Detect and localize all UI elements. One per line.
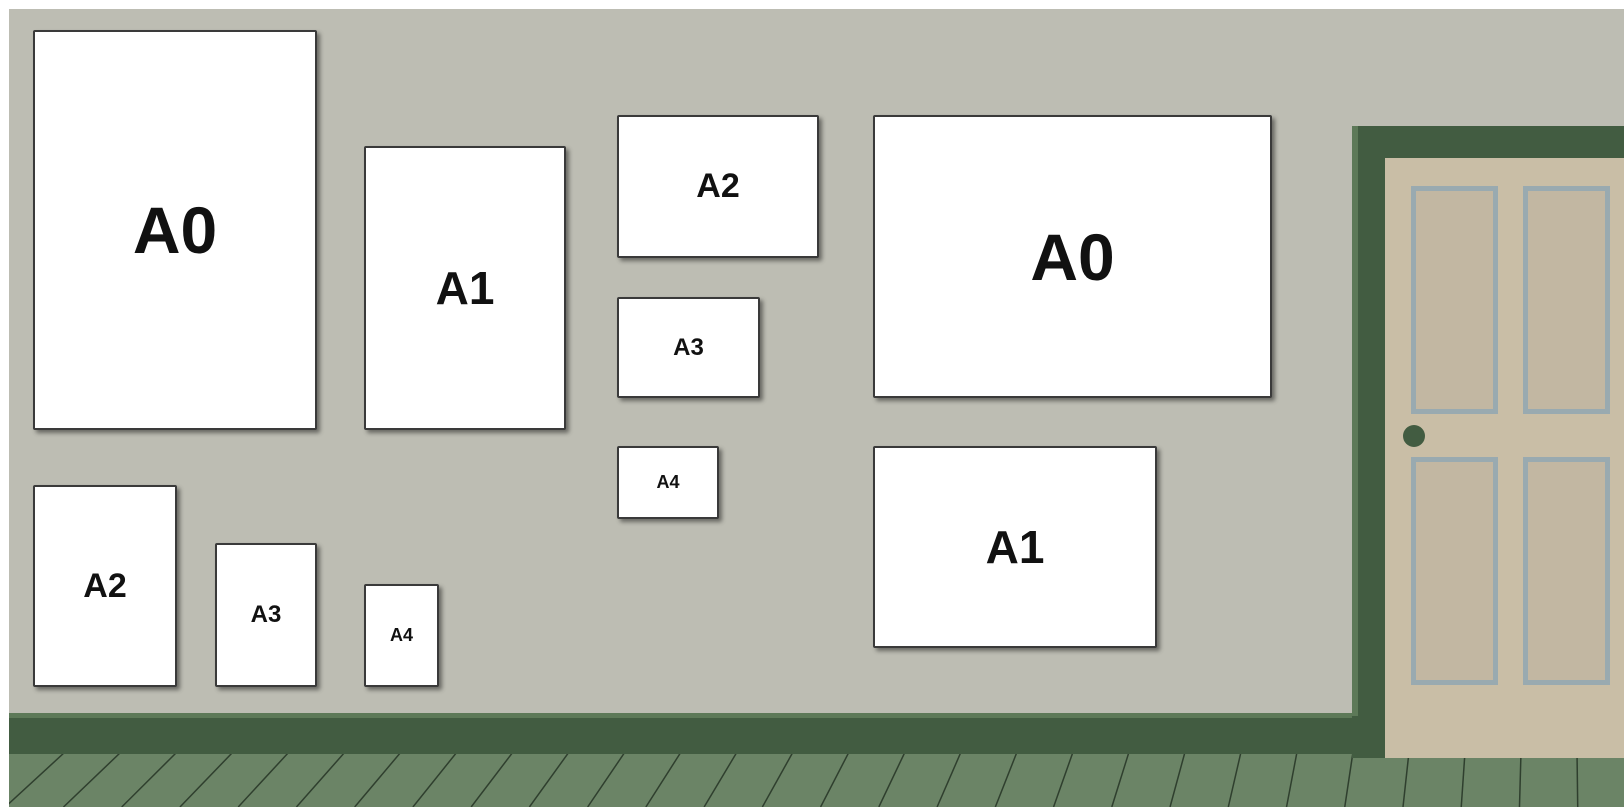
door-panel-bottom-right: [1523, 457, 1610, 685]
frame-a2-portrait: A2: [33, 485, 177, 687]
frame-a1-landscape: A1: [873, 446, 1157, 648]
floor-plank-line: [879, 752, 905, 807]
door-frame-highlight: [1352, 126, 1358, 716]
floor-plank-line: [1228, 752, 1241, 807]
frame-label: A0: [133, 192, 217, 268]
floor-plank-line: [63, 752, 121, 807]
frame-a3-landscape: A3: [617, 297, 760, 398]
frame-a4-landscape: A4: [617, 446, 719, 519]
floor-plank-line: [1345, 752, 1353, 807]
floor-plank-line: [588, 752, 625, 807]
floor-plank-line: [355, 752, 401, 807]
frame-a2-landscape: A2: [617, 115, 819, 258]
floor-plank-line: [1112, 752, 1129, 807]
floor-plank-line: [937, 752, 961, 807]
door-panel-top-left: [1411, 186, 1498, 414]
frame-label: A2: [696, 167, 739, 206]
floor-plank-line: [122, 752, 177, 807]
frame-label: A3: [673, 334, 704, 362]
floor-plank-line: [471, 752, 513, 807]
baseboard-highlight: [9, 713, 1353, 718]
frame-label: A3: [251, 601, 282, 629]
floor-plank-line: [1403, 752, 1409, 807]
frame-a0-landscape: A0: [873, 115, 1272, 398]
floor-planks: [9, 752, 1624, 807]
frame-label: A1: [986, 520, 1045, 574]
floor-plank-line: [995, 752, 1017, 807]
floor-plank-line: [1170, 752, 1185, 807]
frame-label: A4: [390, 625, 413, 646]
floor-plank-line: [296, 752, 345, 807]
door-panel-bottom-left: [1411, 457, 1498, 685]
floor-plank-line: [180, 752, 233, 807]
frame-label: A4: [656, 472, 679, 493]
door-knob[interactable]: [1403, 425, 1425, 447]
floor-plank-line: [646, 752, 681, 807]
floor-plank-line: [1519, 752, 1521, 807]
frame-a1-portrait: A1: [364, 146, 566, 430]
floor-plank-line: [1577, 752, 1578, 807]
frame-a0-portrait: A0: [33, 30, 317, 430]
floor-plank-line: [1054, 752, 1073, 807]
floor-plank-line: [762, 752, 793, 807]
frame-a3-portrait: A3: [215, 543, 317, 687]
frame-label: A0: [1030, 219, 1114, 295]
floor-plank-line: [704, 752, 737, 807]
floor-plank-line: [1461, 752, 1465, 807]
frame-label: A1: [436, 261, 495, 315]
floor-plank-line: [413, 752, 457, 807]
frame-label: A2: [83, 567, 126, 606]
door-panel-top-right: [1523, 186, 1610, 414]
frame-a4-portrait: A4: [364, 584, 439, 687]
floor-plank-line: [9, 752, 65, 807]
floor-plank-line: [821, 752, 849, 807]
floor-plank-line: [529, 752, 569, 807]
floor-plank-line: [238, 752, 289, 807]
wooden-floor: [9, 752, 1624, 807]
floor-plank-line: [1287, 752, 1297, 807]
